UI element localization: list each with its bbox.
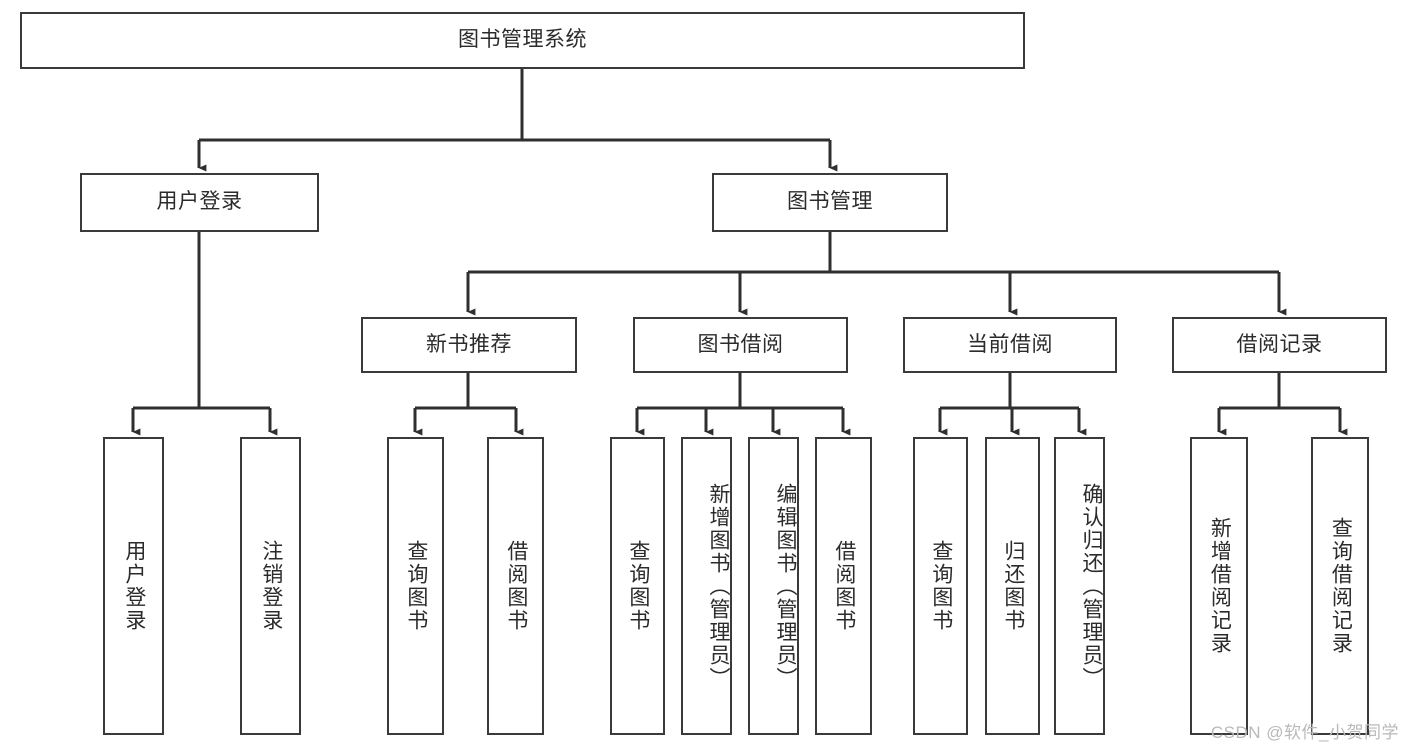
node-leaf-user-login[interactable]: 用户登录 bbox=[103, 437, 164, 735]
node-leaf-query-books-rec[interactable]: 查询图书 bbox=[387, 437, 444, 735]
node-leaf-query-books-current[interactable]: 查询图书 bbox=[913, 437, 968, 735]
node-root-label: 图书管理系统 bbox=[458, 28, 587, 52]
node-leaf-confirm-return-admin-label: 确认归还（管理员） bbox=[1080, 482, 1103, 690]
node-leaf-query-books-borrow-label: 查询图书 bbox=[626, 540, 650, 632]
node-leaf-edit-book-admin-label: 编辑图书（管理员） bbox=[774, 482, 797, 690]
node-borrow-record[interactable]: 借阅记录 bbox=[1172, 317, 1387, 373]
node-leaf-logout[interactable]: 注销登录 bbox=[240, 437, 301, 735]
node-leaf-return-books-label: 归还图书 bbox=[1001, 540, 1025, 632]
node-leaf-query-books-current-label: 查询图书 bbox=[929, 540, 953, 632]
node-leaf-query-books-rec-label: 查询图书 bbox=[404, 540, 428, 632]
node-leaf-borrow-books-borrow[interactable]: 借阅图书 bbox=[815, 437, 872, 735]
node-user-login[interactable]: 用户登录 bbox=[80, 173, 319, 232]
node-leaf-add-book-admin[interactable]: 新增图书（管理员） bbox=[681, 437, 732, 735]
node-current-borrow-label: 当前借阅 bbox=[967, 332, 1053, 356]
node-book-borrow[interactable]: 图书借阅 bbox=[633, 317, 848, 373]
node-book-management[interactable]: 图书管理 bbox=[712, 173, 948, 232]
node-leaf-logout-label: 注销登录 bbox=[259, 540, 283, 632]
node-user-login-label: 用户登录 bbox=[156, 190, 243, 214]
node-leaf-return-books[interactable]: 归还图书 bbox=[985, 437, 1040, 735]
node-borrow-record-label: 借阅记录 bbox=[1236, 332, 1323, 356]
node-leaf-borrow-books-borrow-label: 借阅图书 bbox=[832, 540, 856, 632]
node-leaf-query-borrow-record-label: 查询借阅记录 bbox=[1329, 517, 1353, 655]
node-new-book-recommend[interactable]: 新书推荐 bbox=[361, 317, 577, 373]
node-leaf-confirm-return-admin[interactable]: 确认归还（管理员） bbox=[1054, 437, 1105, 735]
node-leaf-borrow-books-rec[interactable]: 借阅图书 bbox=[487, 437, 544, 735]
csdn-watermark: CSDN @软件_小贺同学 bbox=[1210, 723, 1399, 742]
node-root[interactable]: 图书管理系统 bbox=[20, 12, 1025, 69]
node-book-borrow-label: 图书借阅 bbox=[697, 332, 784, 356]
node-leaf-add-book-admin-label: 新增图书（管理员） bbox=[707, 482, 730, 690]
node-leaf-query-books-borrow[interactable]: 查询图书 bbox=[610, 437, 665, 735]
node-new-book-recommend-label: 新书推荐 bbox=[426, 332, 512, 356]
node-leaf-add-borrow-record[interactable]: 新增借阅记录 bbox=[1190, 437, 1248, 735]
node-leaf-edit-book-admin[interactable]: 编辑图书（管理员） bbox=[748, 437, 799, 735]
node-leaf-borrow-books-rec-label: 借阅图书 bbox=[504, 540, 528, 632]
node-leaf-query-borrow-record[interactable]: 查询借阅记录 bbox=[1311, 437, 1369, 735]
node-current-borrow[interactable]: 当前借阅 bbox=[903, 317, 1117, 373]
node-book-management-label: 图书管理 bbox=[787, 190, 873, 214]
node-leaf-user-login-label: 用户登录 bbox=[122, 540, 146, 632]
node-leaf-add-borrow-record-label: 新增借阅记录 bbox=[1208, 517, 1232, 655]
